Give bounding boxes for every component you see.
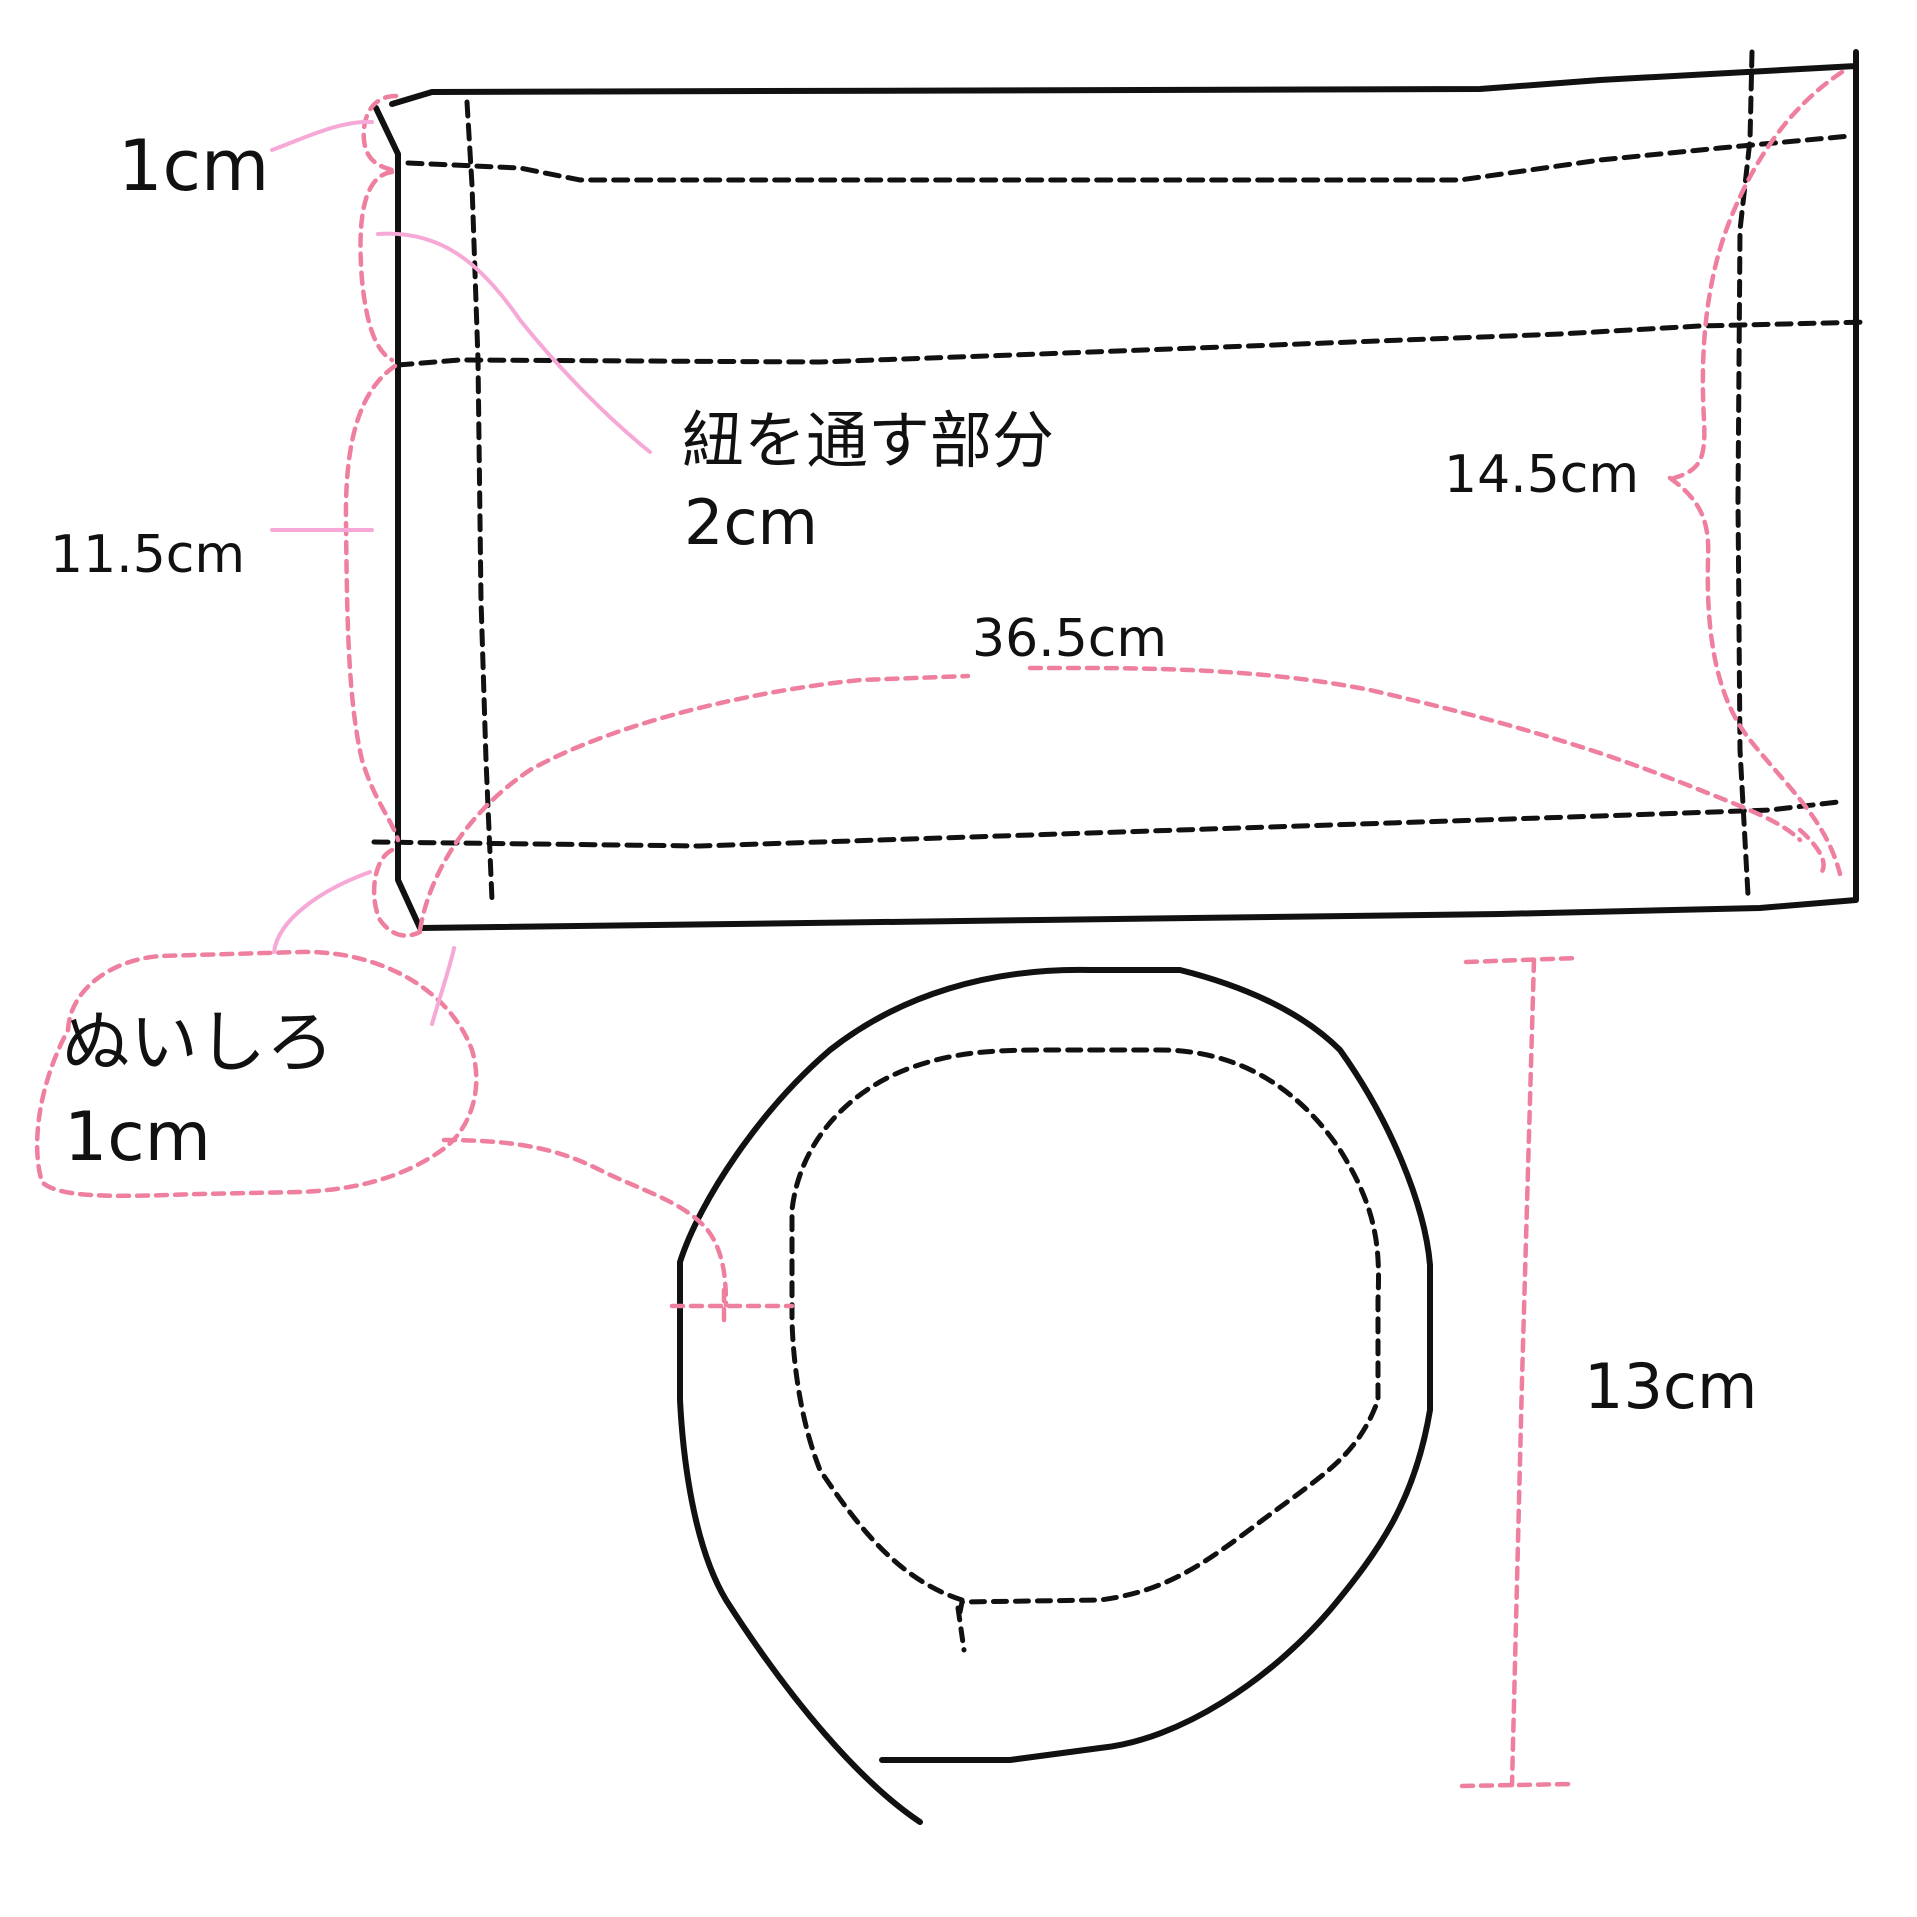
dim-36-5cm-curve [417, 665, 1803, 933]
rectangle-pattern-piece [373, 49, 1859, 931]
dim-seam-corner-bracket [371, 847, 423, 938]
label-string-channel-size: 2cm [684, 486, 818, 559]
label-14-5cm: 14.5cm [1444, 445, 1639, 505]
dim-2cm-channel-bracket [358, 169, 395, 363]
label-36-5cm: 36.5cm [972, 609, 1167, 669]
stitch-line-channel [395, 319, 1871, 368]
label-string-channel: 紐を通す部分 [682, 404, 1054, 477]
leader-seam [272, 870, 372, 954]
leader-lines [270, 119, 652, 1026]
dim-13cm-top-cap [1463, 955, 1581, 965]
ring-stitch-tail [955, 1605, 967, 1653]
seam-callout-link [441, 1137, 729, 1308]
label-11-5cm: 11.5cm [50, 525, 245, 585]
dim-1cm-top-bracket [361, 93, 399, 173]
dim-14-5cm-bracket [1667, 69, 1845, 877]
ring-pattern-piece [677, 966, 1433, 1825]
dimension-markings [34, 69, 1845, 1789]
ring-inner-stitch [789, 1047, 1382, 1615]
seam-label-bubble [34, 949, 479, 1199]
dim-13cm-bottom-cap [1459, 1781, 1575, 1789]
leader-channel [376, 231, 652, 454]
label-1cm-top: 1cm [118, 125, 269, 207]
stitch-lines [371, 49, 1871, 903]
leader-seam-2 [430, 946, 456, 1026]
stitch-line-left [464, 99, 495, 903]
ring-outline[interactable] [677, 966, 1433, 1825]
stitch-line-top [405, 133, 1853, 183]
labels: 1cm 11.5cm 紐を通す部分 2cm 14.5cm 36.5cm ぬいしろ… [50, 125, 1757, 1423]
label-13cm: 13cm [1584, 1350, 1757, 1423]
stitch-line-right [1735, 49, 1755, 898]
dim-11-5cm-bracket [343, 363, 401, 843]
dim-13cm-line [1509, 957, 1537, 1788]
dim-14-5cm-bottom-corner [1797, 827, 1826, 877]
rectangle-outline [373, 49, 1859, 931]
label-seam-allowance: ぬいしろ [62, 1004, 334, 1083]
stitch-line-bottom [371, 799, 1841, 849]
leader-1cm [270, 119, 374, 152]
label-seam-allowance-size: 1cm [64, 1098, 211, 1177]
